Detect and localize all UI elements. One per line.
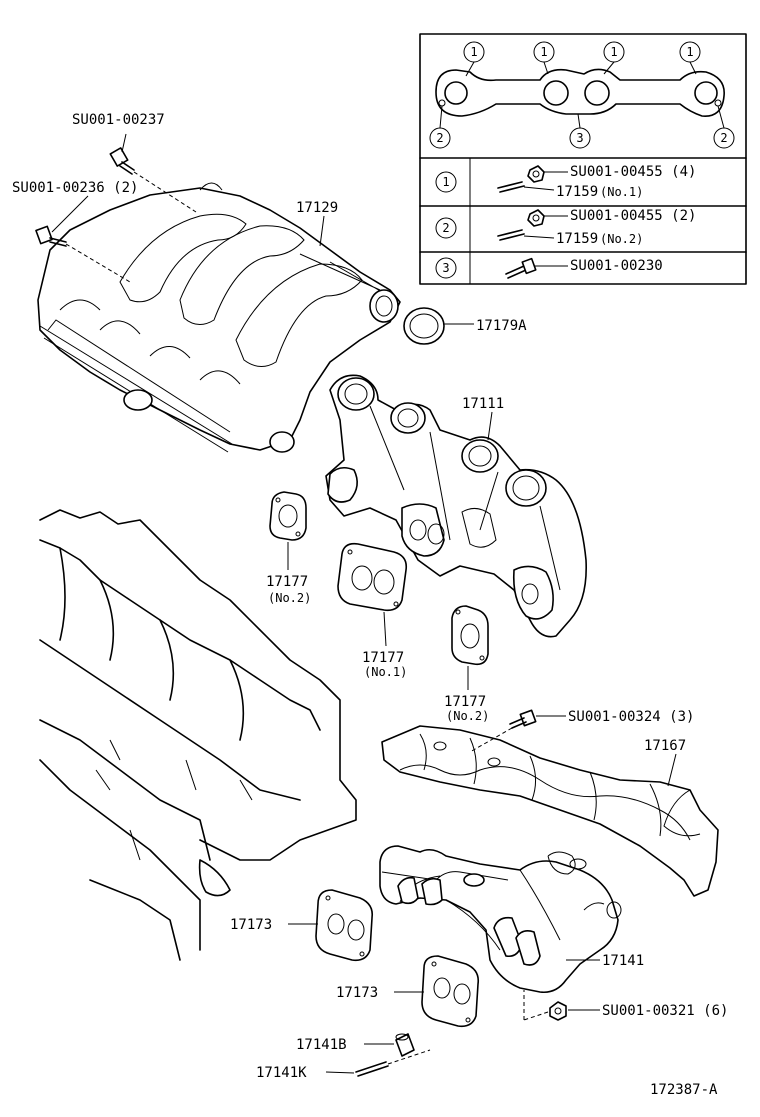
callout-su001-00236: SU001-00236 (2): [12, 180, 138, 196]
legend-box: 1 1 1 1 2 3 2 1 SU001-00455 (4): [419, 33, 747, 285]
callout-17141: 17141: [602, 953, 644, 969]
intake-manifold-17129: [37, 182, 401, 453]
gasket-mark: 1: [686, 45, 693, 59]
legend-gasket-drawing: [435, 68, 725, 117]
callout-17177-center-sub: (No.1): [364, 665, 407, 679]
callout-17177-center: 17177: [362, 650, 404, 666]
stud-icon: [497, 181, 525, 193]
gasket-mark: 1: [470, 45, 477, 59]
gasket-17173-lower: [421, 955, 480, 1028]
gasket-mark: 2: [436, 131, 443, 145]
legend-row-2: 2 SU001-00455 (2) 17159 (No.2): [435, 208, 696, 247]
bolt-icon: [505, 257, 537, 279]
exhaust-manifold-17141: [379, 845, 622, 994]
callout-17173-upper: 17173: [230, 917, 272, 933]
legend-row-key: 2: [442, 221, 449, 235]
callout-17129: 17129: [296, 200, 338, 216]
stud-17141k: [355, 1061, 389, 1077]
callout-17111: 17111: [462, 396, 504, 412]
callout-su001-00321: SU001-00321 (6): [602, 1003, 728, 1019]
legend-row-1: 1 SU001-00455 (4) 17159 (No.1): [435, 164, 696, 200]
sleeve-17141b: [395, 1033, 415, 1057]
legend-row-part: SU001-00455 (4): [570, 164, 696, 180]
gasket-mark: 2: [720, 131, 727, 145]
legend-row-part: SU001-00230: [570, 258, 663, 274]
nut-icon: [527, 209, 545, 227]
gasket-mark: 1: [540, 45, 547, 59]
callout-17177-left: 17177: [266, 574, 308, 590]
gasket-17177-no1: [337, 542, 408, 612]
diagram-id: 172387-A: [650, 1082, 718, 1098]
legend-row-3: 3 SU001-00230: [435, 257, 663, 279]
legend-row-part-sub: (No.1): [600, 185, 643, 199]
callout-17179a: 17179A: [476, 318, 527, 334]
callout-su001-00324: SU001-00324 (3): [568, 709, 694, 725]
callout-17177-right: 17177: [444, 694, 486, 710]
stud-icon: [497, 229, 525, 241]
bolt-su001-00324: [509, 709, 537, 729]
legend-row-key: 3: [442, 261, 449, 275]
gasket-mark: 1: [610, 45, 617, 59]
gasket-17177-no2-left: [269, 491, 307, 541]
legend-row-part: 17159: [556, 184, 598, 200]
engine-block: [39, 509, 357, 961]
legend-frame: [419, 33, 747, 285]
callout-17141b: 17141B: [296, 1037, 347, 1053]
callout-17173-lower: 17173: [336, 985, 378, 1001]
callout-17167: 17167: [644, 738, 686, 754]
gasket-mark: 3: [576, 131, 583, 145]
callout-17177-left-sub: (No.2): [268, 591, 311, 605]
nut-su001-00321: [549, 1001, 567, 1021]
gasket-17179a: [403, 307, 445, 345]
legend-row-part-sub: (No.2): [600, 232, 643, 246]
gasket-17173-upper: [315, 889, 374, 962]
heat-shield-17167: [381, 725, 719, 897]
nut-icon: [527, 165, 545, 183]
bolt-su001-00237: [109, 147, 135, 175]
bolt-su001-00236: [35, 225, 67, 247]
legend-row-part: SU001-00455 (2): [570, 208, 696, 224]
gasket-17177-no2-right: [451, 605, 489, 666]
legend-gasket-marks: 1 1 1 1 2 3 2: [429, 41, 735, 149]
callout-17141k: 17141K: [256, 1065, 307, 1081]
exhaust-manifold-17111: [325, 374, 587, 638]
callout-17177-right-sub: (No.2): [446, 709, 489, 723]
legend-row-key: 1: [442, 175, 449, 189]
legend-row-part: 17159: [556, 231, 598, 247]
callout-su001-00237: SU001-00237: [72, 112, 165, 128]
